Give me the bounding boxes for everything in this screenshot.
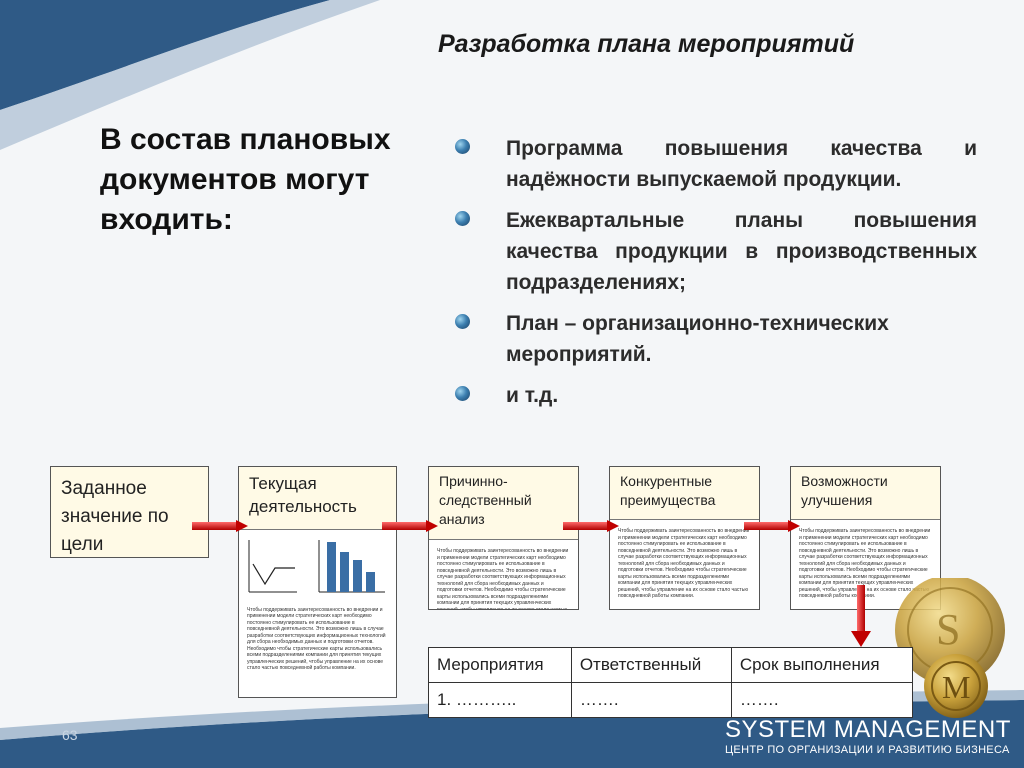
bullet-icon: [455, 386, 470, 401]
table-header-cell: Мероприятия: [428, 647, 572, 683]
table-header-cell: Ответственный: [570, 647, 732, 683]
table-cell: 1. ………..: [428, 682, 572, 718]
table-header-cell: Срок выполнения: [730, 647, 914, 683]
flow-box-description: Чтобы поддерживать заинтересованность во…: [610, 519, 759, 609]
svg-text:M: M: [942, 669, 970, 705]
slide-title: Разработка плана мероприятий: [438, 30, 855, 58]
bullet-icon: [455, 314, 470, 329]
flow-box-label: Причинно-следственный анализ: [439, 473, 532, 527]
bullet-item: Программа повышения качества и надёжност…: [455, 133, 977, 195]
bullet-item: Ежеквартальные планы повышения качества …: [455, 205, 977, 298]
table-header-row: Мероприятия Ответственный Срок выполнени…: [428, 647, 914, 683]
flow-box-current: Текущая деятельность Чтобы поддерживать …: [238, 466, 397, 698]
bullet-item: План – организационно-технических меропр…: [455, 308, 977, 370]
intro-text: В состав плановых документов могут входи…: [100, 123, 391, 236]
table-cell: …….: [570, 682, 732, 718]
flow-box-competitive: Конкурентные преимущества Чтобы поддержи…: [609, 466, 760, 610]
flow-box-label: Возможности улучшения: [801, 473, 888, 508]
table-cell: …….: [730, 682, 914, 718]
brand-name: SYSTEM MANAGEMENT: [725, 716, 1011, 743]
flow-arrow: [563, 520, 619, 532]
bullet-icon: [455, 139, 470, 154]
svg-text:S: S: [936, 605, 960, 654]
coin-logo-icon: S M: [895, 578, 1005, 718]
flow-arrow-down: [851, 585, 871, 647]
flow-box-label: Текущая деятельность: [249, 474, 357, 516]
flow-arrow: [192, 520, 248, 532]
table-row: 1. ……….. ……. …….: [428, 682, 914, 718]
flow-box-target: Заданное значение по цели: [50, 466, 209, 558]
bullet-icon: [455, 211, 470, 226]
flow-box-label: Конкурентные преимущества: [620, 473, 716, 508]
flow-box-description: Чтобы поддерживать заинтересованность во…: [247, 606, 386, 672]
brand-subtitle: ЦЕНТР ПО ОРГАНИЗАЦИИ И РАЗВИТИЮ БИЗНЕСА: [725, 744, 1010, 756]
bullet-list: Программа повышения качества и надёжност…: [455, 133, 977, 421]
bullet-text: и т.д.: [506, 384, 559, 407]
bullet-item: и т.д.: [455, 380, 977, 411]
flow-arrow: [744, 520, 800, 532]
flow-arrow: [382, 520, 438, 532]
action-plan-table: Мероприятия Ответственный Срок выполнени…: [428, 647, 914, 718]
bullet-text: Программа повышения качества и надёжност…: [506, 137, 977, 191]
page-number: 63: [62, 727, 78, 743]
brand-block: SYSTEM MANAGEMENT ЦЕНТР ПО ОРГАНИЗАЦИИ И…: [725, 716, 1011, 756]
flow-box-description: Чтобы поддерживать заинтересованность во…: [429, 539, 578, 609]
bullet-text: План – организационно-технических меропр…: [506, 312, 889, 366]
bullet-text: Ежеквартальные планы повышения качества …: [506, 209, 977, 294]
flow-box-analysis: Причинно-следственный анализ Чтобы подде…: [428, 466, 579, 610]
mini-charts-icon: [248, 540, 385, 593]
flow-box-label: Заданное значение по цели: [61, 478, 169, 555]
